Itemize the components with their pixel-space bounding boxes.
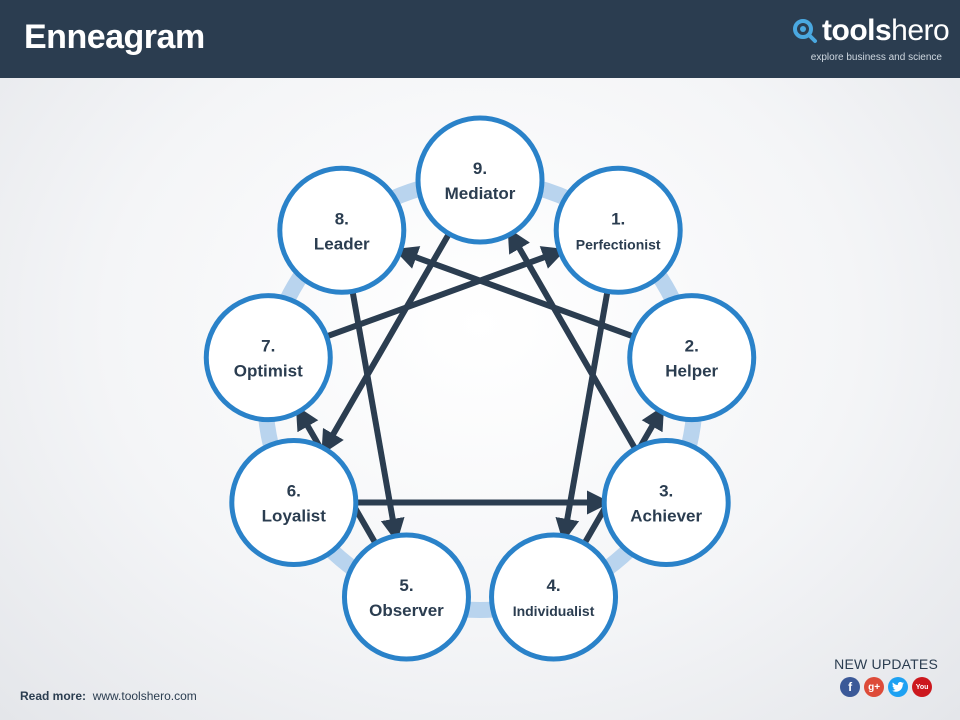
node-number: 6. [287, 482, 301, 501]
node-1: 1. Perfectionist [553, 165, 683, 295]
node-circle [203, 293, 333, 423]
node-number: 1. [611, 209, 625, 228]
arrow-1-to-4 [555, 286, 612, 543]
node-label: Individualist [513, 603, 595, 619]
logo-tagline: explore business and science [810, 52, 942, 63]
node-7: 7. Optimist [203, 293, 333, 423]
node-label: Helper [665, 362, 718, 381]
node-6: 6. Loyalist [229, 438, 359, 567]
node-4: 4. Individualist [489, 532, 619, 662]
read-more: Read more: www.toolshero.com [20, 689, 197, 703]
node-label: Leader [314, 234, 370, 253]
node-3: 3. Achiever [601, 438, 731, 567]
logo-wordmark-bold: tools [822, 14, 892, 47]
node-label: Loyalist [262, 507, 327, 526]
node-circle [553, 165, 683, 295]
node-circle [627, 293, 757, 423]
node-5: 5. Observer [341, 532, 471, 662]
node-label: Perfectionist [576, 236, 661, 252]
node-circle [601, 438, 731, 567]
node-2: 2. Helper [627, 293, 757, 423]
node-number: 9. [473, 159, 487, 178]
node-label: Observer [369, 601, 444, 620]
node-layer: 9. Mediator 1. Perfectionist 2. Helper 3. Achie… [203, 115, 757, 662]
youtube-icon[interactable]: You [912, 677, 933, 697]
arrow-3-to-9 [507, 227, 640, 454]
node-number: 7. [261, 337, 275, 356]
node-label: Optimist [234, 362, 303, 381]
arrow-9-to-6 [321, 228, 454, 455]
arrow-7-to-1 [321, 246, 567, 341]
logo-wordmark-rest: hero [891, 14, 950, 47]
node-label: Achiever [630, 507, 702, 526]
arrow-layer [295, 227, 665, 549]
node-number: 4. [546, 576, 560, 595]
header-bar: Enneagram toolshero explore business and… [0, 0, 960, 78]
arrow-8-to-5 [348, 286, 405, 543]
node-number: 3. [659, 482, 673, 501]
node-circle [415, 115, 545, 245]
node-circle [341, 532, 471, 662]
node-label: Mediator [445, 184, 516, 203]
node-number: 8. [335, 209, 349, 228]
google-plus-icon[interactable]: g+ [864, 677, 885, 697]
page-title: Enneagram [24, 18, 205, 56]
social-icons: f g+ You [834, 677, 938, 697]
node-number: 2. [685, 337, 699, 356]
node-circle [229, 438, 359, 567]
read-more-label: Read more: [20, 689, 87, 703]
arrow-2-to-8 [393, 246, 639, 341]
twitter-icon[interactable] [888, 677, 909, 697]
node-9: 9. Mediator [415, 115, 545, 245]
logo-wordmark: toolshero [822, 14, 950, 48]
node-circle [489, 532, 619, 662]
node-number: 5. [399, 576, 413, 595]
facebook-icon[interactable]: f [840, 677, 861, 697]
toolshero-logo[interactable]: toolshero explore business and science [792, 14, 950, 64]
new-updates: NEW UPDATES f g+ You [834, 656, 938, 697]
magnifier-logo-icon [793, 19, 817, 43]
node-8: 8. Leader [277, 165, 407, 295]
new-updates-label: NEW UPDATES [834, 656, 938, 672]
read-more-link[interactable]: www.toolshero.com [92, 689, 197, 703]
node-circle [277, 165, 407, 295]
